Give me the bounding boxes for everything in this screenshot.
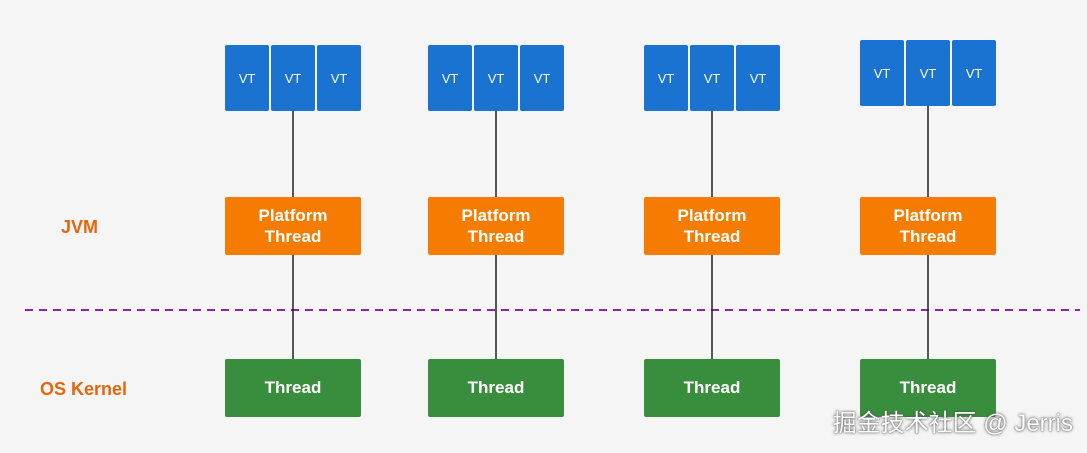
vt-group-2: VT VT VT	[428, 45, 564, 111]
virtual-thread: VT	[225, 45, 269, 111]
virtual-thread: VT	[952, 40, 996, 106]
os-thread-1: Thread	[225, 359, 361, 417]
virtual-thread: VT	[690, 45, 734, 111]
vt-group-1: VT VT VT	[225, 45, 361, 111]
jvm-label: JVM	[61, 217, 99, 237]
platform-thread-1: Platform Thread	[225, 197, 361, 255]
virtual-thread: VT	[520, 45, 564, 111]
virtual-thread: VT	[428, 45, 472, 111]
watermark-text: 掘金技术社区 @ Jerris	[832, 410, 1073, 437]
virtual-thread: VT	[860, 40, 904, 106]
platform-thread-4: Platform Thread	[860, 197, 996, 255]
vt-group-3: VT VT VT	[644, 45, 780, 111]
vt-group-4: VT VT VT	[860, 40, 996, 106]
virtual-thread: VT	[736, 45, 780, 111]
os-thread-3: Thread	[644, 359, 780, 417]
platform-thread-3: Platform Thread	[644, 197, 780, 255]
virtual-thread: VT	[317, 45, 361, 111]
os-kernel-label: OS Kernel	[40, 379, 128, 399]
os-thread-4: Thread	[860, 359, 996, 417]
platform-thread-2: Platform Thread	[428, 197, 564, 255]
virtual-thread: VT	[906, 40, 950, 106]
virtual-thread: VT	[271, 45, 315, 111]
virtual-thread: VT	[474, 45, 518, 111]
os-thread-2: Thread	[428, 359, 564, 417]
virtual-thread: VT	[644, 45, 688, 111]
